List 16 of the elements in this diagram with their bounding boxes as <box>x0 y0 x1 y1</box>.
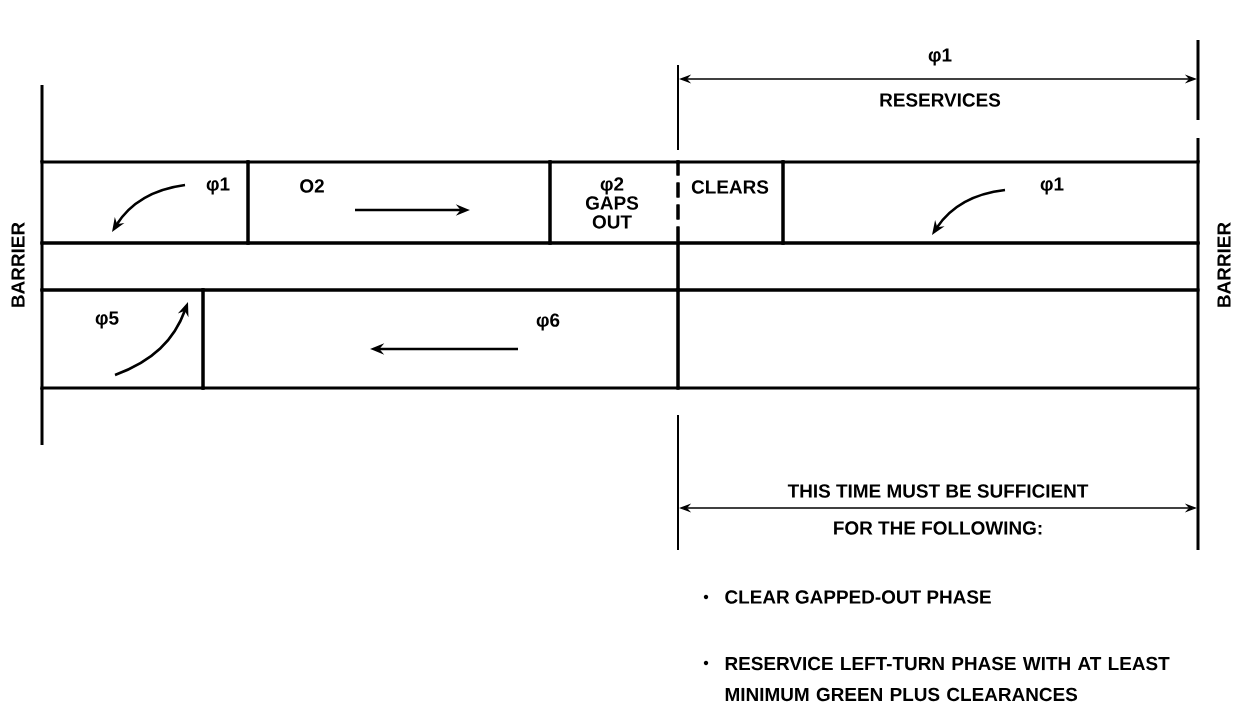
empty-cell <box>676 288 1200 390</box>
phase-cell: CLEARS <box>676 160 785 245</box>
dimension-label: RESERVICES <box>880 93 1001 107</box>
barrier-label: BARRIER <box>1217 222 1231 307</box>
note-text: FOR THE FOLLOWING: <box>834 521 1042 535</box>
dimension-label: φ1 <box>928 48 952 66</box>
phase-cell: φ6 <box>201 288 680 390</box>
bullet-item: CLEAR GAPPED-OUT PHASE <box>703 590 991 604</box>
phase-cell: φ5 <box>40 288 205 390</box>
note-text: THIS TIME MUST BE SUFFICIENT <box>787 484 1089 498</box>
phase-cell: O2 <box>246 160 552 245</box>
bullet-item: RESERVICE LEFT-TURN PHASE WITH AT LEAST MINIMUM GREEN PLUS CLEARANCES <box>703 656 1170 702</box>
phase-cell: φ1 <box>40 160 250 245</box>
barrier-label: BARRIER <box>11 222 25 307</box>
phase-cell: φ2 GAPS OUT <box>548 160 680 245</box>
phase-cell: φ1 <box>781 160 1200 245</box>
